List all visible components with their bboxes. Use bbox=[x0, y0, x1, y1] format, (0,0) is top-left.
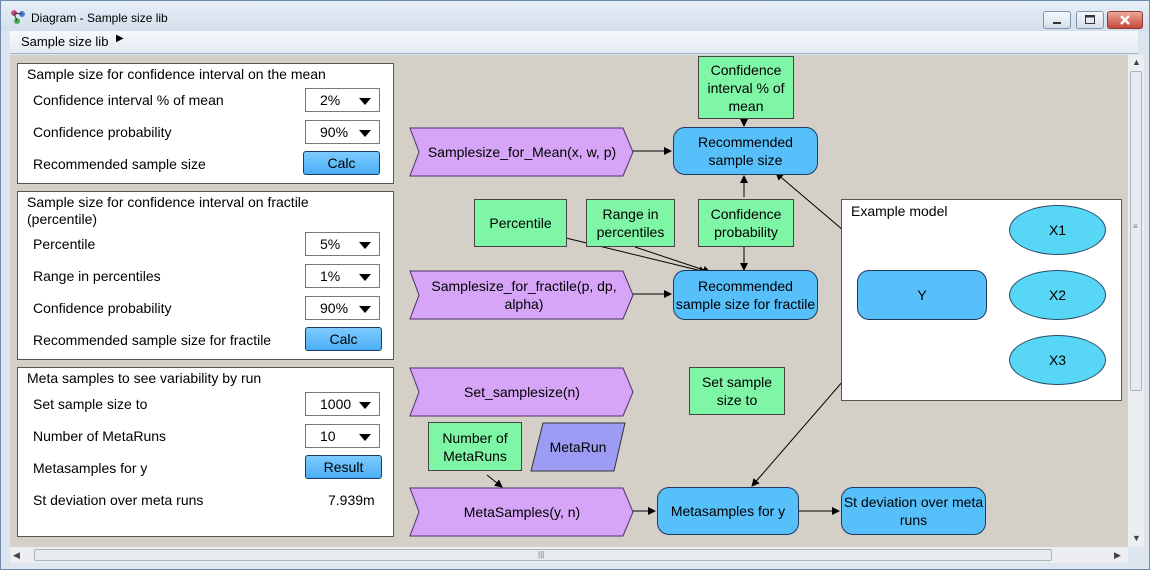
node-recommended-sample-size[interactable]: Recommended sample size bbox=[673, 127, 818, 175]
node-set-samplesize[interactable]: Set_samplesize(n) bbox=[464, 384, 580, 400]
breadcrumb-bar: Sample size lib ▶ bbox=[10, 31, 1138, 54]
dropdown-range[interactable]: 1% bbox=[305, 264, 380, 288]
close-button[interactable] bbox=[1107, 11, 1143, 29]
diagram-canvas[interactable]: Sample size for confidence interval on t… bbox=[10, 55, 1128, 547]
chevron-down-icon bbox=[359, 402, 371, 409]
dropdown-number-metaruns-value: 10 bbox=[320, 428, 336, 444]
panel-mean-title: Sample size for confidence interval on t… bbox=[27, 66, 326, 82]
node-confidence-probability[interactable]: Confidence probability bbox=[698, 199, 794, 247]
arrow-nmetaruns-to-metasamples bbox=[486, 474, 503, 488]
panel-fractile-title-line1: Sample size for confidence interval on f… bbox=[27, 194, 309, 210]
dropdown-conf-prob-value: 90% bbox=[320, 124, 349, 140]
node-x2[interactable]: X2 bbox=[1009, 270, 1106, 320]
chevron-down-icon bbox=[359, 306, 371, 313]
example-model-title: Example model bbox=[851, 203, 948, 219]
dropdown-conf-prob-fractile[interactable]: 90% bbox=[305, 296, 380, 320]
chevron-down-icon bbox=[359, 274, 371, 281]
node-st-deviation[interactable]: St deviation over meta runs bbox=[841, 487, 986, 535]
dropdown-ci-pct[interactable]: 2% bbox=[305, 88, 380, 112]
arrow-range-to-fractile bbox=[634, 246, 711, 274]
label-ci-pct: Confidence interval % of mean bbox=[33, 92, 224, 108]
chevron-down-icon bbox=[359, 98, 371, 105]
st-deviation-value: 7.939m bbox=[328, 492, 375, 508]
node-metasamples-fn[interactable]: MetaSamples(y, n) bbox=[463, 504, 581, 520]
label-st-deviation: St deviation over meta runs bbox=[33, 492, 204, 508]
node-metasamples-fn-shape bbox=[409, 487, 634, 537]
node-metarun-shape bbox=[530, 422, 626, 472]
node-y[interactable]: Y bbox=[857, 270, 987, 320]
node-samplesize-for-fractile-shape bbox=[409, 270, 634, 320]
dropdown-number-metaruns[interactable]: 10 bbox=[305, 424, 380, 448]
node-set-sample-size-to[interactable]: Set sample size to bbox=[689, 367, 785, 415]
node-set-samplesize-shape bbox=[409, 367, 634, 417]
label-recommended-fractile: Recommended sample size for fractile bbox=[33, 332, 272, 348]
node-x1[interactable]: X1 bbox=[1009, 205, 1106, 255]
node-samplesize-for-mean-shape bbox=[409, 127, 634, 177]
node-percentile[interactable]: Percentile bbox=[474, 199, 567, 247]
maximize-button[interactable] bbox=[1076, 11, 1104, 29]
scroll-down-icon[interactable]: ▼ bbox=[1132, 533, 1141, 543]
result-button[interactable]: Result bbox=[305, 455, 382, 479]
label-set-sample-size: Set sample size to bbox=[33, 396, 148, 412]
label-conf-prob: Confidence probability bbox=[33, 124, 172, 140]
vertical-scroll-thumb[interactable]: ≡ bbox=[1130, 71, 1142, 391]
dropdown-conf-prob[interactable]: 90% bbox=[305, 120, 380, 144]
grip-icon: ≡ bbox=[1133, 222, 1138, 231]
label-percentile: Percentile bbox=[33, 236, 96, 252]
chevron-down-icon bbox=[359, 434, 371, 441]
dropdown-range-value: 1% bbox=[320, 268, 341, 284]
panel-mean: Sample size for confidence interval on t… bbox=[17, 63, 394, 184]
diagram-app-icon bbox=[11, 10, 25, 24]
chevron-down-icon bbox=[359, 130, 371, 137]
panel-meta-title: Meta samples to see variability by run bbox=[27, 370, 262, 386]
maximize-icon bbox=[1085, 15, 1095, 24]
label-recommended: Recommended sample size bbox=[33, 156, 206, 172]
scroll-up-icon[interactable]: ▲ bbox=[1132, 57, 1141, 67]
dropdown-set-sample-size[interactable]: 1000 bbox=[305, 392, 380, 416]
dropdown-set-sample-size-value: 1000 bbox=[320, 396, 352, 412]
panel-fractile: Sample size for confidence interval on f… bbox=[17, 191, 394, 360]
calc-button-fractile[interactable]: Calc bbox=[305, 327, 382, 351]
label-conf-prob-fractile: Confidence probability bbox=[33, 300, 172, 316]
breadcrumb-sample-size-lib[interactable]: Sample size lib bbox=[21, 34, 109, 49]
node-metasamples-for-y[interactable]: Metasamples for y bbox=[657, 487, 799, 535]
window-title: Diagram - Sample size lib bbox=[31, 11, 168, 25]
title-bar: Diagram - Sample size lib bbox=[1, 1, 1149, 31]
scroll-right-icon[interactable]: ▶ bbox=[1114, 550, 1121, 560]
scroll-left-icon[interactable]: ◀ bbox=[13, 550, 20, 560]
dropdown-percentile[interactable]: 5% bbox=[305, 232, 380, 256]
node-samplesize-for-fractile[interactable]: Samplesize_for_fractile(p, dp, alpha) bbox=[431, 278, 617, 312]
calc-button-mean[interactable]: Calc bbox=[303, 151, 380, 175]
node-confidence-interval-pct[interactable]: Confidence interval % of mean bbox=[698, 56, 794, 119]
label-number-metaruns: Number of MetaRuns bbox=[33, 428, 167, 444]
minimize-icon bbox=[1053, 22, 1061, 24]
grip-icon: ||| bbox=[538, 550, 545, 559]
node-recommended-fractile[interactable]: Recommended sample size for fractile bbox=[673, 270, 818, 320]
horizontal-scroll-thumb[interactable]: ||| bbox=[34, 549, 1052, 561]
panel-fractile-title-line2: (percentile) bbox=[27, 211, 98, 227]
chevron-down-icon bbox=[359, 242, 371, 249]
node-x3[interactable]: X3 bbox=[1009, 335, 1106, 385]
node-metarun[interactable]: MetaRun bbox=[549, 439, 607, 455]
panel-meta: Meta samples to see variability by run S… bbox=[17, 367, 394, 537]
close-icon bbox=[1120, 15, 1130, 25]
label-metasamples-y: Metasamples for y bbox=[33, 460, 148, 476]
node-samplesize-for-mean[interactable]: Samplesize_for_Mean(x, w, p) bbox=[427, 144, 617, 160]
dropdown-ci-pct-value: 2% bbox=[320, 92, 341, 108]
dropdown-percentile-value: 5% bbox=[320, 236, 341, 252]
breadcrumb-arrow-icon[interactable]: ▶ bbox=[116, 33, 124, 44]
node-number-of-metaruns[interactable]: Number of MetaRuns bbox=[428, 422, 522, 471]
node-range-in-percentiles[interactable]: Range in percentiles bbox=[586, 199, 675, 247]
dropdown-conf-prob-fractile-value: 90% bbox=[320, 300, 349, 316]
label-range: Range in percentiles bbox=[33, 268, 161, 284]
minimize-button[interactable] bbox=[1043, 11, 1071, 29]
